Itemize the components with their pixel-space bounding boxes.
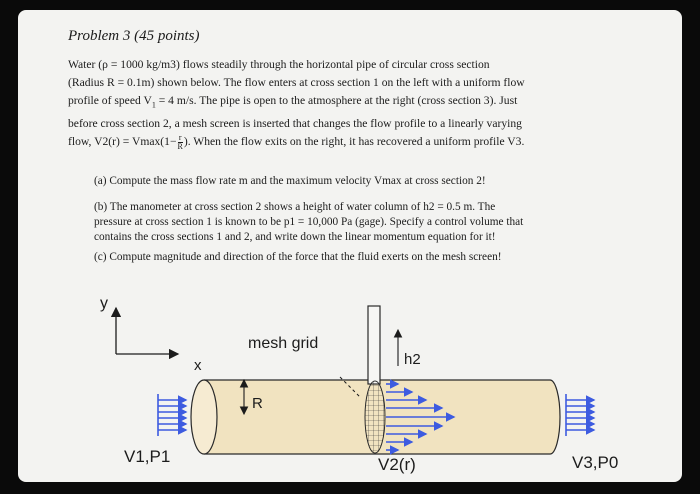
problem-title: Problem 3 (45 points) [68,28,200,44]
section3-label: V3,P0 [572,453,618,472]
intro-line: before cross section 2, a mesh screen is… [68,116,522,130]
fraction-denominator: R [177,141,183,151]
intro-text: profile of speed V [68,94,152,108]
manometer-tube [367,305,381,385]
section2-label: V2(r) [378,455,416,474]
y-axis-label: y [100,295,108,312]
x-axis-label: x [194,357,202,374]
intro-line: Water (ρ = 1000 kg/m3) flows steadily th… [68,58,490,71]
question-c-text: (c) Compute magnitude and direction of t… [94,251,502,263]
question-a-text: (a) Compute the mass flow rate m and the… [94,175,486,187]
question-b-line: pressure at cross section 1 is known to … [94,216,524,228]
section1-label: V1,P1 [124,447,170,466]
intro-line: profile of speed V1 = 4 m/s. The pipe is… [68,92,628,115]
radius-indicator: R [239,378,263,416]
problem-sheet: Problem 3 (45 points) Water (ρ = 1000 kg… [18,10,682,482]
question-c: (c) Compute magnitude and direction of t… [94,250,634,265]
mesh-grid-label: mesh grid [248,335,318,352]
intro-text: flow, V2(r) = Vmax(1− [68,135,177,149]
problem-intro: Water (ρ = 1000 kg/m3) flows steadily th… [68,56,628,151]
outlet-velocity-arrows [565,394,596,436]
coordinate-axes: y x [100,295,202,374]
question-b-line: contains the cross sections 1 and 2, and… [94,231,496,243]
pipe-diagram: y x h2 mesh grid R [100,295,618,474]
intro-text: ). When the flow exits on the right, it … [183,135,525,149]
h2-text: h2 [404,351,421,368]
intro-text: = 4 m/s. The pipe is open to the atmosph… [155,94,518,108]
mesh-screen: mesh grid [248,335,386,454]
question-b-line: (b) The manometer at cross section 2 sho… [94,201,496,213]
mesh-grid [364,380,386,454]
h2-label: h2 [404,351,421,368]
r-label: R [252,395,263,412]
question-a: (a) Compute the mass flow rate m and the… [94,174,634,189]
profile-velocity-arrows [386,379,456,455]
inlet-velocity-arrows [157,394,188,436]
intro-line: (Radius R = 0.1m) shown below. The flow … [68,76,525,90]
pipe-inlet [190,379,218,455]
fraction-numerator: r [177,132,183,143]
question-b: (b) The manometer at cross section 2 sho… [94,200,634,245]
manometer: h2 [367,305,421,385]
subscript: 1 [151,100,156,110]
mesh-leader [339,376,362,399]
